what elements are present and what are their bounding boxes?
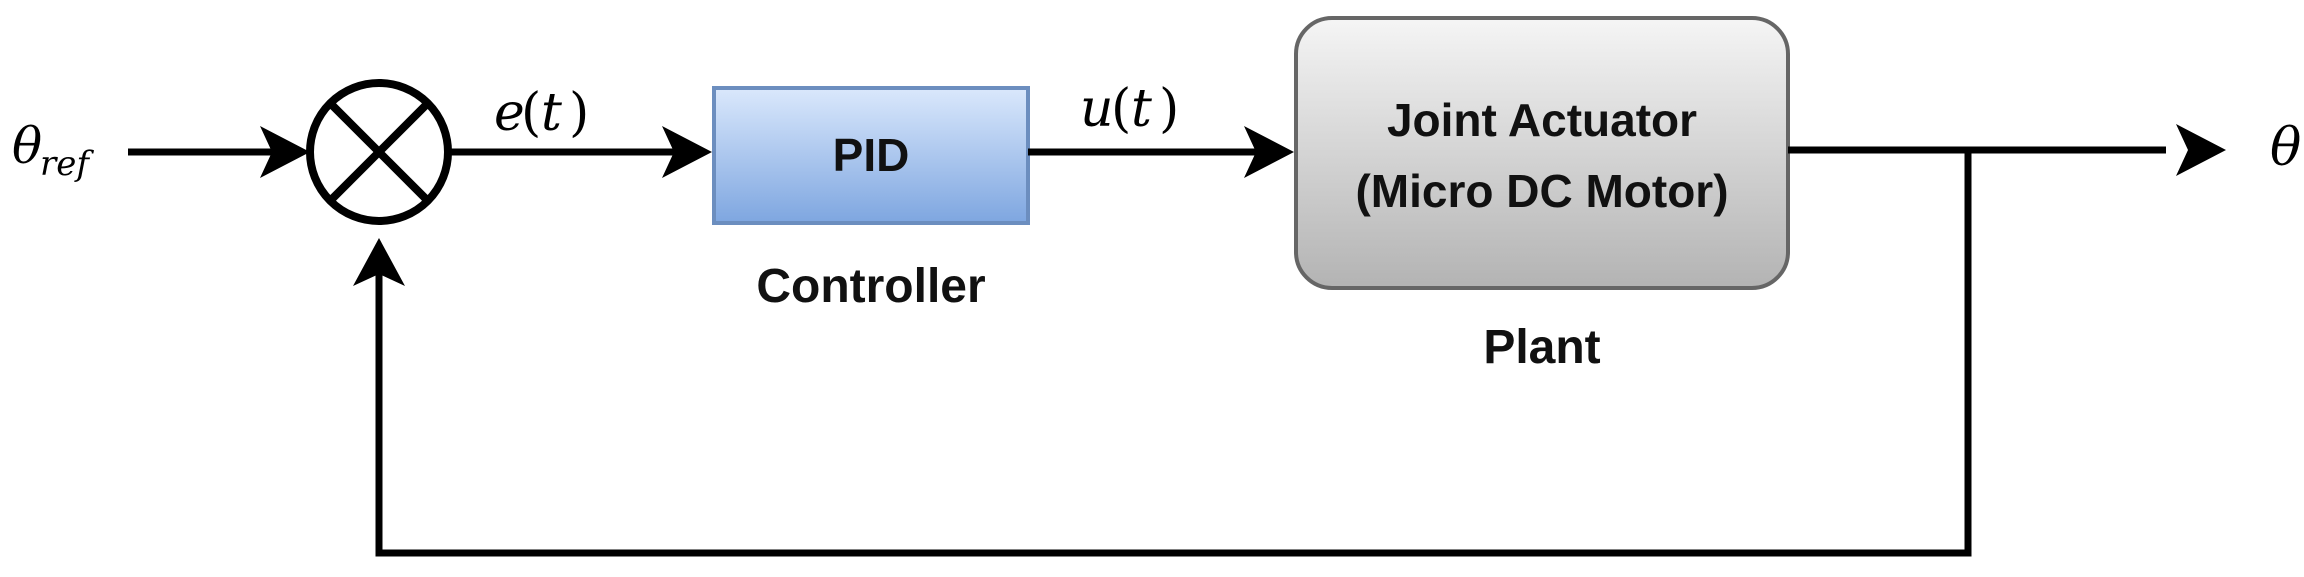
output-arrow — [1788, 124, 2226, 176]
plant-label-line1: Joint Actuator — [1387, 94, 1697, 146]
controller-caption: Controller — [756, 260, 985, 313]
circle-cross-icon — [327, 100, 431, 204]
error-arg: t — [541, 83, 562, 143]
control-symbol: u — [1080, 79, 1114, 139]
plant-block: Joint Actuator (Micro DC Motor) — [1294, 16, 1790, 290]
control-arrow — [1028, 126, 1294, 178]
control-close-paren: ) — [1159, 79, 1179, 139]
input-arrow — [128, 126, 310, 178]
control-arg: t — [1131, 79, 1152, 139]
error-close-paren: ) — [569, 83, 589, 143]
input-subscript: ref — [40, 144, 94, 184]
plant-label-line2: (Micro DC Motor) — [1355, 165, 1728, 217]
pid-block: PID — [712, 86, 1030, 225]
control-open-paren: ( — [1111, 79, 1131, 139]
error-signal-label: e ( t ) — [494, 83, 589, 143]
pid-block-label: PID — [833, 129, 910, 181]
input-symbol: θ — [12, 117, 42, 175]
control-signal-label: u ( t ) — [1080, 79, 1179, 139]
error-arrow — [448, 126, 712, 178]
summing-junction — [306, 79, 452, 225]
output-signal-label: θ — [2270, 118, 2301, 178]
plant-caption: Plant — [1483, 321, 1600, 374]
error-open-paren: ( — [521, 83, 541, 143]
error-symbol: e — [494, 83, 525, 143]
feedback-path — [353, 150, 1972, 557]
input-signal-label: θ ref — [12, 117, 94, 184]
